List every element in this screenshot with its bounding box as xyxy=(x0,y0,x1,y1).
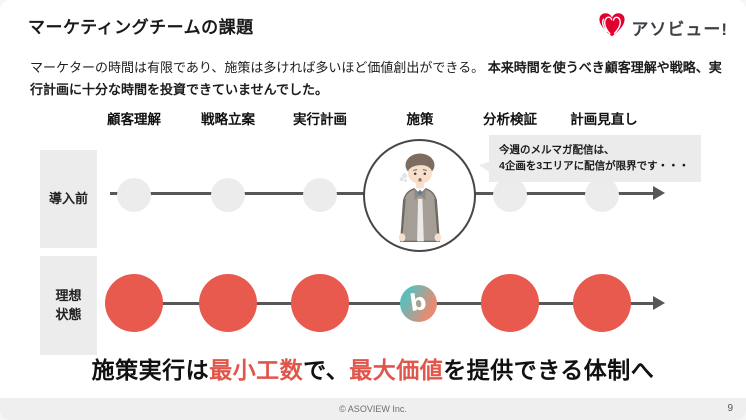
ideal-node-execution-plan xyxy=(291,274,349,332)
page-title: マーケティングチームの課題 xyxy=(28,18,254,37)
before-node-plan-review xyxy=(585,178,619,212)
column-header-measures: 施策 xyxy=(406,112,434,127)
before-node-analysis-verification xyxy=(493,178,527,212)
ideal-node-strategy-planning xyxy=(199,274,257,332)
logo-letter: b xyxy=(408,288,429,318)
heart-swirl-icon xyxy=(598,12,626,43)
arrow-icon xyxy=(653,296,665,310)
column-header-strategy-planning: 戦略立案 xyxy=(201,112,255,127)
key-statement: 施策実行は最小工数で、最大価値を提供できる体制へ xyxy=(0,351,746,385)
ideal-node-plan-review xyxy=(573,274,631,332)
speech-bubble-line2: 4企画を3エリアに配信が限界です・・・ xyxy=(499,160,690,173)
column-header-execution-plan: 実行計画 xyxy=(293,112,347,127)
speech-bubble-line1: 今週のメルマガ配信は、 xyxy=(499,144,615,156)
column-header-plan-review: 計画見直し xyxy=(570,112,638,127)
statement-seg1: 施策実行は xyxy=(91,357,210,383)
statement-seg5: を提供できる体制へ xyxy=(443,357,655,383)
column-header-customer-understanding: 顧客理解 xyxy=(107,112,161,127)
ideal-node-analysis-verification xyxy=(481,274,539,332)
intro-normal-text: マーケターの時間は有限であり、施策は多ければ多いほど価値創出ができる。 xyxy=(30,60,488,75)
asoview-b-logo-icon: b xyxy=(400,285,437,322)
copyright-text: © ASOVIEW Inc. xyxy=(339,404,407,414)
ideal-node-customer-understanding xyxy=(105,274,163,332)
statement-highlight-max-value: 最大価値 xyxy=(349,357,444,383)
before-node-strategy-planning xyxy=(211,178,245,212)
row-label-ideal-state: 理想 状態 xyxy=(40,256,97,355)
brand-logo: アソビュー! xyxy=(598,12,728,43)
brand-name: アソビュー! xyxy=(631,20,728,39)
slide-footer: © ASOVIEW Inc. 9 xyxy=(0,398,746,420)
statement-highlight-min-effort: 最小工数 xyxy=(209,357,304,383)
statement-seg3: で、 xyxy=(303,357,350,383)
before-node-execution-plan xyxy=(303,178,337,212)
column-header-analysis-verification: 分析検証 xyxy=(483,112,537,127)
page-number: 9 xyxy=(727,403,733,414)
intro-bold-text: 本来時間を使うべき顧客理解や戦略、実行計画に十分な時間を投資できていませんでした… xyxy=(30,60,722,98)
intro-paragraph: マーケターの時間は有限であり、施策は多ければ多いほど価値創出ができる。 本来時間… xyxy=(30,57,722,102)
before-node-customer-understanding xyxy=(117,178,151,212)
timeline-ideal xyxy=(110,302,655,305)
row-label-before-introduction: 導入前 xyxy=(40,150,97,248)
speech-bubble: 今週のメルマガ配信は、 4企画を3エリアに配信が限界です・・・ xyxy=(479,135,701,182)
tired-marketer-illustration xyxy=(363,139,476,252)
sigh-puff-icon xyxy=(399,173,408,183)
arrow-icon xyxy=(653,186,665,200)
